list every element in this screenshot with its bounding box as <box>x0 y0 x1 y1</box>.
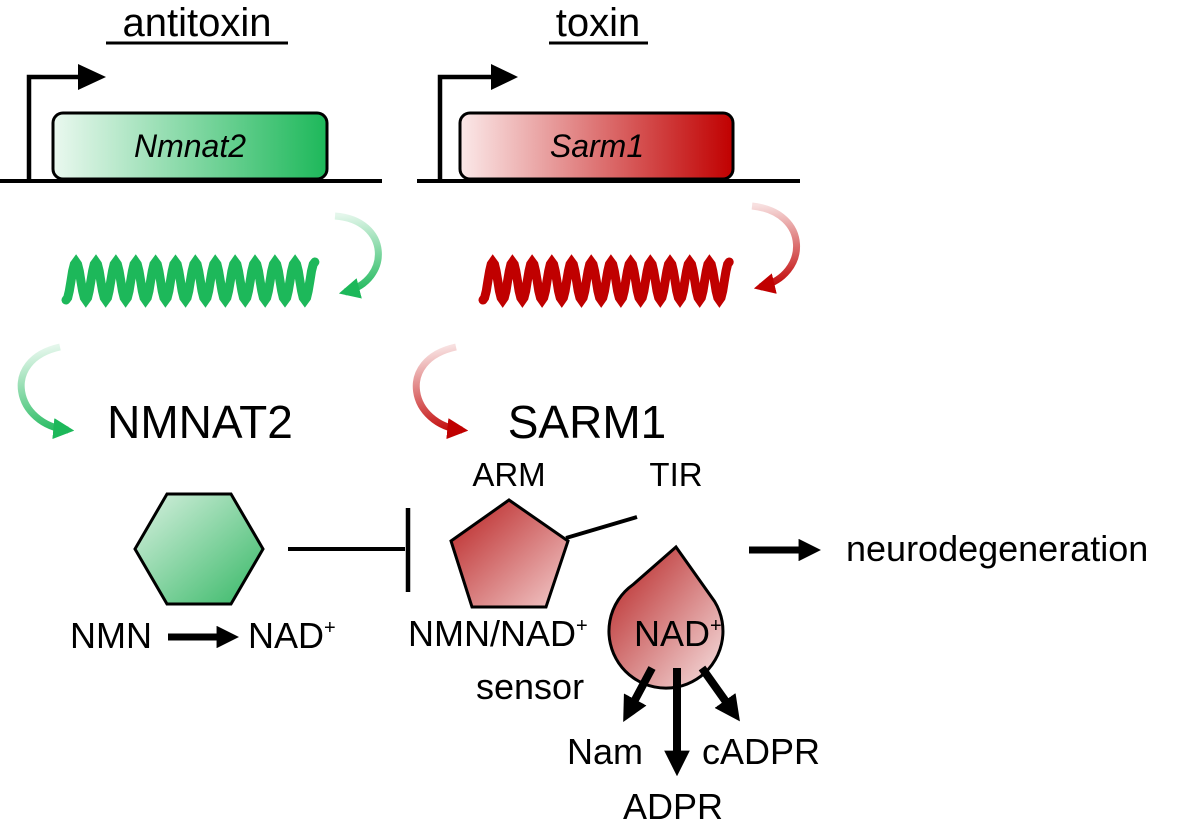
transcription-arrow-red-icon <box>751 202 800 294</box>
sarm1-gene-box <box>458 111 735 181</box>
nmnat2-gene-box <box>51 111 329 181</box>
nad-to-nam-arrow-icon <box>623 666 656 723</box>
neurodegeneration-label: neurodegeneration <box>846 528 1148 569</box>
toxin-column: toxin Sarm1 SARM1 ARM TIR neurodegenerat… <box>408 1 1148 827</box>
sensor-label-line2: sensor <box>476 666 584 707</box>
nad-plus-right: + <box>710 615 722 637</box>
arm-tir-linker <box>565 515 638 540</box>
nmn-nad-text: NMN/NAD <box>408 613 576 654</box>
toxin-promoter-arrow <box>437 64 518 181</box>
toxin-header: toxin <box>556 1 641 45</box>
nmnat2-mrna-wave-icon <box>61 254 320 308</box>
inhibition-arrow-icon <box>288 508 411 592</box>
nad-text-right: NAD <box>634 613 710 654</box>
nad-text-left: NAD <box>248 615 324 656</box>
tir-pacman-icon <box>607 544 725 690</box>
antitoxin-column: antitoxin Nmnat2 NMNAT2 NMN NAD+ <box>0 1 382 656</box>
sarm1-protein-label: SARM1 <box>508 396 666 448</box>
transcription-arrow-green-icon <box>334 212 382 299</box>
nmn-nad-plus: + <box>576 615 588 637</box>
sarm1-mrna-wave-icon <box>478 254 734 308</box>
arm-pentagon-icon <box>449 498 570 609</box>
nad-label-left: NAD+ <box>248 615 336 656</box>
nmnat2-hexagon-icon <box>133 492 265 606</box>
sarm1-gene-label: Sarm1 <box>550 128 644 164</box>
translation-arrow-green-icon <box>17 343 75 440</box>
nam-label: Nam <box>567 731 643 772</box>
nmn-label: NMN <box>70 615 152 656</box>
nad-label-right: NAD+ <box>634 613 722 654</box>
antitoxin-header: antitoxin <box>123 1 272 45</box>
adpr-label: ADPR <box>623 786 723 827</box>
tir-domain-label: TIR <box>649 456 702 493</box>
sensor-label-line1: NMN/NAD+ <box>408 613 588 654</box>
arm-domain-label: ARM <box>472 456 545 493</box>
nad-to-cadpr-arrow-icon <box>698 665 740 722</box>
translation-arrow-red-icon <box>412 343 469 440</box>
nmnat2-gene-label: Nmnat2 <box>134 128 246 164</box>
antitoxin-promoter-arrow <box>26 64 106 181</box>
nad-plus-left: + <box>324 617 336 639</box>
cadpr-label: cADPR <box>702 731 820 772</box>
nmnat2-protein-label: NMNAT2 <box>107 396 293 448</box>
